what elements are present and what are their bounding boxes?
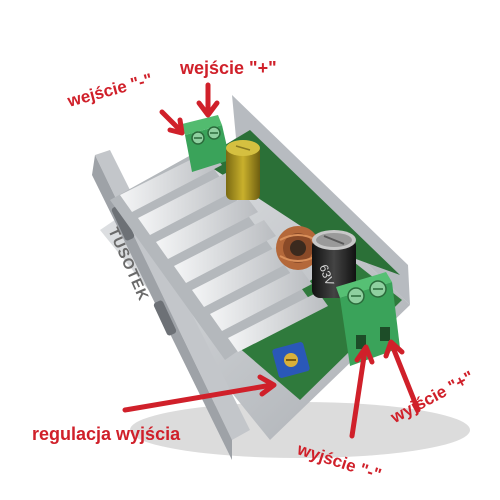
input-terminal-block: [182, 115, 230, 172]
arrow-input-minus: [159, 109, 183, 133]
arrow-output-minus: [349, 347, 368, 439]
arrow-output-plus: [389, 342, 421, 413]
label-output-regulation: regulacja wyjścia: [32, 424, 181, 444]
output-capacitor: [312, 230, 356, 298]
annotation-arrows: [122, 82, 421, 439]
inductor-coil: [276, 226, 320, 270]
arrow-regulation: [122, 382, 275, 413]
input-capacitor: [226, 140, 260, 200]
trimmer-potentiometer: [272, 342, 310, 378]
output-terminal-block: [336, 272, 400, 366]
label-input-plus: wejście "+": [180, 58, 277, 78]
